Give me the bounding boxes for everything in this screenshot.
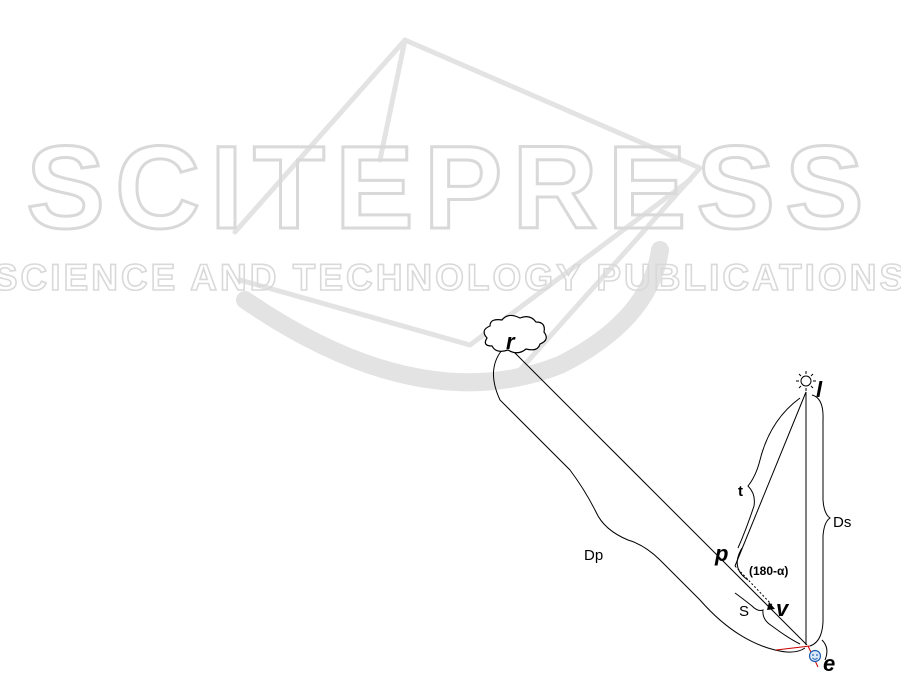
label-angle: (180-α)	[749, 564, 788, 578]
point-r-label: r	[506, 329, 516, 354]
smiley-icon	[810, 651, 821, 662]
watermark: SCITEPRESS SCIENCE AND TECHNOLOGY PUBLIC…	[0, 40, 901, 382]
ray-l-to-p	[735, 392, 806, 566]
label-dp: Dp	[584, 547, 603, 564]
label-s: S	[739, 603, 749, 620]
watermark-subtitle: SCIENCE AND TECHNOLOGY PUBLICATIONS	[0, 257, 901, 298]
brace-dp	[493, 350, 805, 652]
watermark-title: SCITEPRESS	[26, 122, 874, 254]
cloud-icon	[484, 315, 546, 352]
label-t: t	[738, 483, 743, 500]
point-l-label: l	[816, 377, 823, 402]
point-e-label: e	[823, 651, 835, 673]
ray-r-to-e	[507, 345, 807, 645]
brace-t	[738, 398, 800, 548]
brace-ds	[810, 395, 830, 646]
angle-arc	[737, 548, 748, 580]
point-p-label: p	[714, 541, 728, 566]
point-v-label: v	[776, 596, 790, 621]
label-ds: Ds	[833, 514, 851, 531]
sun-icon	[796, 371, 816, 391]
arrow-v-icon	[767, 602, 775, 610]
